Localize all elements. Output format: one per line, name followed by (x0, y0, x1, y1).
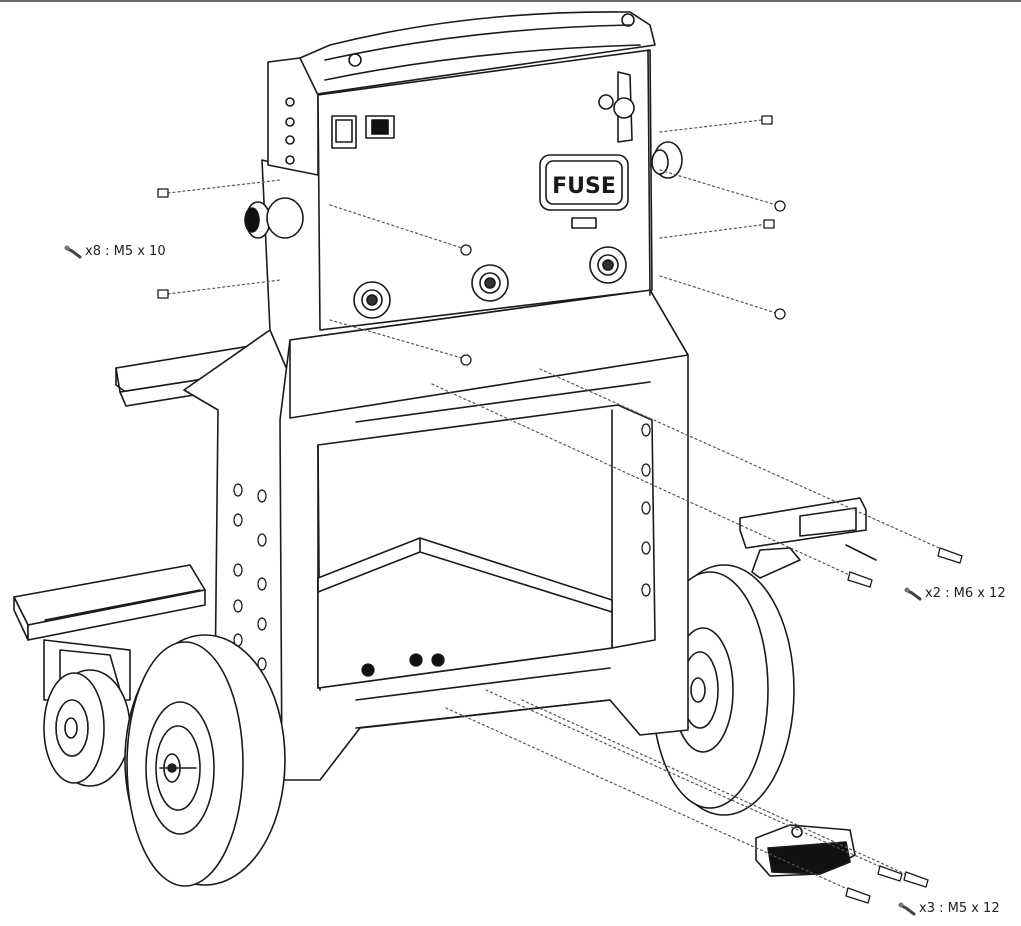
callout-screws-handle: x2 : M6 x 12 (904, 586, 1006, 601)
screw-m6-2 (847, 571, 873, 588)
screw-m5-2 (877, 865, 903, 882)
screw-1 (157, 188, 169, 198)
screw-m6-1 (937, 547, 963, 564)
screw-4 (460, 354, 472, 366)
screw-m5-3 (903, 871, 929, 888)
callout-screws-top: x8 : M5 x 10 (64, 244, 166, 259)
screw-8 (774, 308, 786, 320)
screw-5 (761, 115, 773, 125)
left-wheel (124, 634, 286, 887)
screws (157, 115, 963, 904)
callout-text: x8 : M5 x 10 (85, 244, 166, 259)
callout-text: x2 : M6 x 12 (925, 586, 1006, 601)
cable-hook-bracket (739, 497, 877, 579)
frame-holes (233, 423, 651, 677)
screw-icon (898, 902, 916, 915)
screw-3 (460, 244, 472, 256)
lower-side-shelf (13, 564, 206, 641)
screw-icon (64, 245, 82, 258)
callout-screws-footrest: x3 : M5 x 12 (898, 901, 1000, 916)
top-border (0, 0, 1021, 2)
frame-front (279, 289, 689, 781)
welder-unit: FUSE (244, 11, 683, 331)
assembly-lines (167, 119, 949, 893)
screw-2 (157, 289, 169, 299)
fuse-brand-label: FUSE (552, 174, 616, 199)
screw-7 (763, 219, 775, 229)
screw-icon (904, 587, 922, 600)
screw-m5-1 (845, 887, 871, 904)
screw-6 (774, 200, 786, 212)
caster-wheel (43, 639, 131, 787)
callout-text: x3 : M5 x 12 (919, 901, 1000, 916)
